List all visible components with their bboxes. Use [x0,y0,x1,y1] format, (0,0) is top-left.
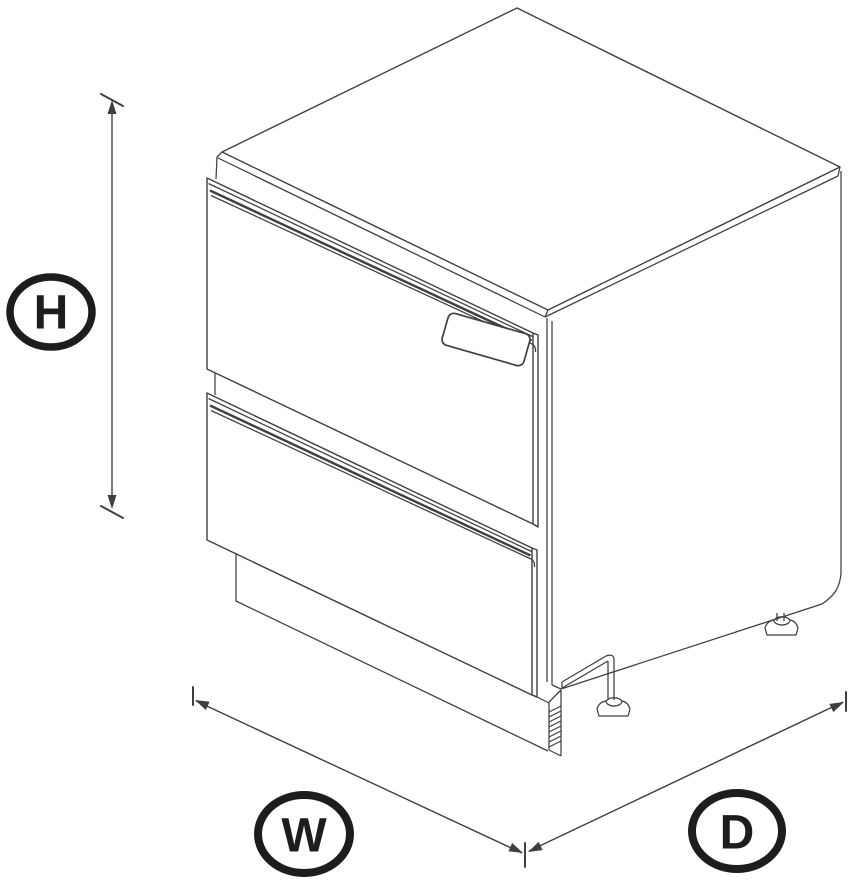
leveling-foot-front [596,697,631,717]
leveling-foot-rear-stem [776,613,785,621]
width-label: W [281,810,327,863]
dimension-label-letters: H W D [34,287,755,863]
width-dimension-line [195,700,523,854]
height-arrow-up [107,100,117,114]
cabinet-lid-rim [215,151,841,318]
upper-drawer-handle-groove [209,189,533,342]
toe-kick-hatch [548,705,562,748]
upper-drawer-front [206,177,539,528]
lower-drawer-handle-groove [209,404,532,557]
upper-drawer-edge-lines [208,182,537,353]
height-label: H [34,287,69,340]
depth-label-circle [688,789,786,873]
height-label-circle [6,273,96,351]
height-arrow-down [107,495,117,509]
cabinet-side-panel [546,171,842,690]
depth-label: D [720,807,755,860]
width-arrow-right [508,843,523,853]
width-arrow-left [195,700,210,710]
mounting-bracket [561,654,615,700]
dimension-arrowheads [107,100,844,853]
depth-arrow-right [829,702,844,713]
cabinet-linework [206,7,842,757]
lower-drawer-edge-lines [208,397,536,568]
leveling-foot-rear [764,616,799,636]
dimension-lines [100,93,847,868]
depth-dimension-line [528,701,844,852]
dimension-label-rings [6,273,786,877]
depth-arrow-left [528,841,543,852]
toe-kick-panel [235,553,562,757]
width-label-circle [254,791,354,877]
brand-badge [441,312,531,367]
width-dimension-ticks [192,686,526,868]
